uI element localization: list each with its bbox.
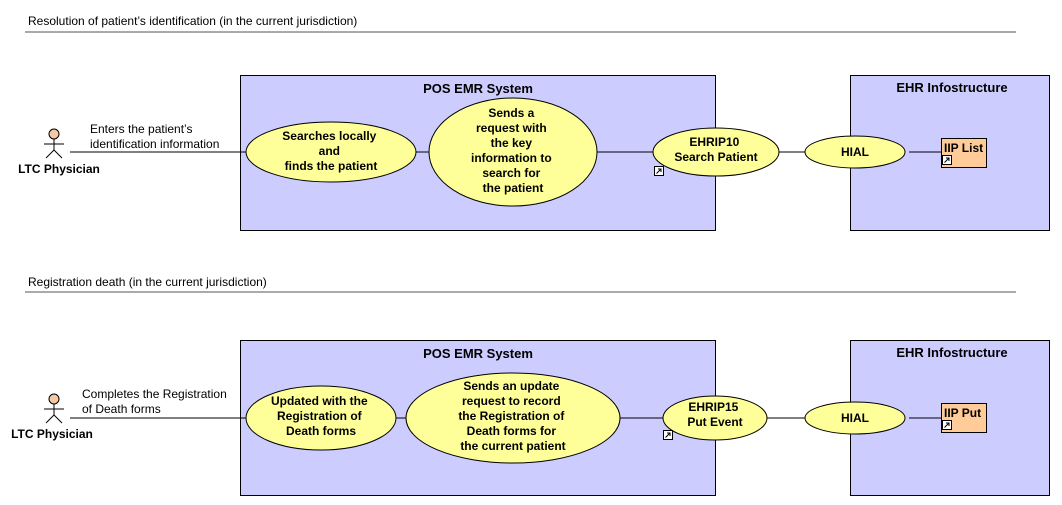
- association-label: Enters the patient’s identification info…: [90, 122, 219, 151]
- svg-text:EHRIP10 Search Patient: EHRIP10 Search Patient: [674, 135, 757, 164]
- ltc-physician-actor[interactable]: LTC Physician: [18, 128, 100, 176]
- svg-text:IIP List: IIP List: [944, 141, 983, 155]
- svg-text:Sends an update reques: Sends an update request to record the Re…: [458, 379, 567, 453]
- usecase-ehrip10-search-patient[interactable]: EHRIP10 Search Patient: [652, 127, 780, 177]
- link-shortcut-icon: [663, 430, 673, 440]
- link-shortcut-icon: [942, 420, 952, 430]
- svg-text:Searches locally and: Searches locally and finds the patient: [282, 129, 379, 173]
- svg-text:Sends a request with: Sends a request with the key information…: [471, 106, 555, 195]
- svg-text:HIAL: HIAL: [841, 411, 869, 425]
- usecase-update-registration[interactable]: Updated with the Registration of Death f…: [245, 385, 397, 451]
- pos-emr-system-label: POS EMR System: [423, 346, 533, 361]
- ltc-physician-actor[interactable]: LTC Physician: [11, 393, 93, 441]
- usecase-ehrip15-put-event[interactable]: EHRIP15 Put Event: [662, 395, 768, 441]
- stick-figure-icon: [44, 393, 64, 424]
- section-registration-death: Registration death (in the current juris…: [11, 275, 1050, 496]
- ehr-infostructure-label: EHR Infostructure: [896, 80, 1007, 95]
- svg-text:HIAL: HIAL: [841, 145, 869, 159]
- link-shortcut-icon: [654, 166, 664, 176]
- usecase-hial[interactable]: HIAL: [804, 401, 906, 435]
- association-label: Completes the Registration of Death form…: [82, 387, 230, 416]
- ehr-infostructure-label: EHR Infostructure: [896, 345, 1007, 360]
- usecase-search-locally[interactable]: Searches locally and finds the patient: [245, 121, 417, 183]
- usecase-send-update-request[interactable]: Sends an update request to record the Re…: [405, 372, 621, 464]
- section-patient-identification: Resolution of patient’s identification (…: [18, 14, 1050, 231]
- link-shortcut-icon: [942, 155, 952, 165]
- pos-emr-system-label: POS EMR System: [423, 81, 533, 96]
- actor-label: LTC Physician: [18, 162, 100, 176]
- stick-figure-icon: [44, 128, 64, 159]
- usecase-hial[interactable]: HIAL: [804, 135, 906, 169]
- artifact-iip-list[interactable]: IIP List: [941, 138, 987, 168]
- svg-text:Updated with the Regis: Updated with the Registration of Death f…: [271, 394, 371, 438]
- svg-text:EHRIP15 Put Event: EHRIP15 Put Event: [687, 400, 742, 429]
- svg-text:IIP Put: IIP Put: [944, 406, 981, 420]
- section-title: Registration death (in the current juris…: [28, 275, 267, 289]
- actor-label: LTC Physician: [11, 427, 93, 441]
- usecase-send-search-request[interactable]: Sends a request with the key information…: [428, 97, 598, 207]
- artifact-iip-put[interactable]: IIP Put: [941, 403, 987, 433]
- section-title: Resolution of patient’s identification (…: [28, 14, 357, 28]
